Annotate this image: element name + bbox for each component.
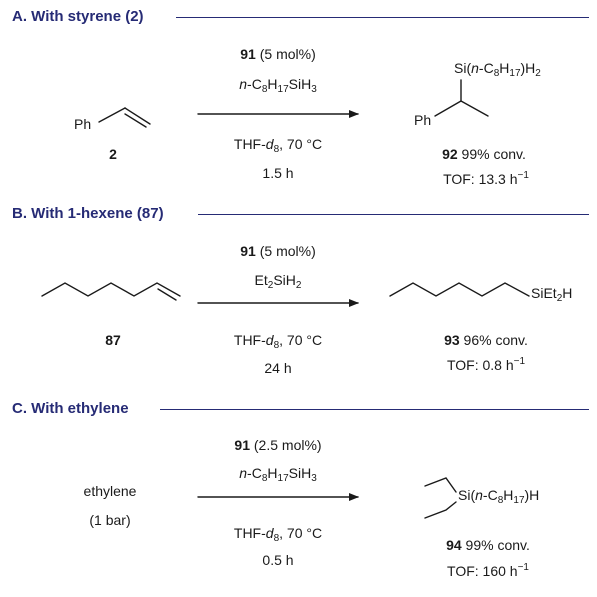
section-b-silane: Et2SiH2	[254, 272, 302, 291]
hexene-structure	[41, 282, 181, 301]
product-94-silyl: Si(n-C8H17)H	[458, 487, 540, 506]
section-c-time: 0.5 h	[262, 552, 294, 568]
section-c-catalyst: 91 (2.5 mol%)	[234, 437, 322, 453]
section-b-catalyst: 91 (5 mol%)	[240, 243, 316, 259]
styrene-ph-label: Ph	[74, 116, 92, 132]
section-c-silane: n-C8H17SiH3	[239, 465, 317, 484]
product-94-conversion: 94 99% conv.	[446, 537, 530, 553]
compound-2-label: 2	[109, 146, 117, 162]
section-a-time: 1.5 h	[262, 165, 294, 181]
section-c-header: C. With ethylene	[12, 400, 129, 417]
section-a-header: A. With styrene (2)	[12, 8, 144, 25]
product-93-structure	[389, 282, 530, 297]
compound-87-label: 87	[105, 332, 121, 348]
product-92-conversion: 92 99% conv.	[442, 146, 526, 162]
product-92-tof: TOF: 13.3 h−1	[443, 170, 529, 187]
product-94-tof: TOF: 160 h−1	[447, 562, 529, 579]
section-b-rule	[198, 214, 589, 215]
section-a-silane: n-C8H17SiH3	[239, 76, 317, 95]
product-93-conversion: 93 96% conv.	[444, 332, 528, 348]
section-b-header: B. With 1-hexene (87)	[12, 205, 164, 222]
ethylene-label: ethylene	[83, 483, 137, 499]
section-a-rule	[176, 17, 589, 18]
section-a-catalyst: 91 (5 mol%)	[240, 47, 315, 61]
product-92-ph: Ph	[414, 112, 432, 128]
product-94-structure	[424, 477, 457, 519]
product-93-silyl: SiEt2H	[531, 285, 573, 304]
section-a-solvent: THF-d8, 70 °C	[233, 136, 323, 155]
product-92-structure	[434, 79, 489, 117]
section-c-solvent: THF-d8, 70 °C	[233, 525, 323, 544]
styrene-structure	[98, 107, 151, 128]
ethylene-pressure: (1 bar)	[89, 512, 131, 528]
section-c-rule	[160, 409, 589, 410]
catalyst-number: 91	[240, 46, 256, 62]
section-b-solvent: THF-d8, 70 °C	[233, 332, 323, 351]
product-92-silyl: Si(n-C8H17)H2	[454, 60, 541, 79]
product-93-tof: TOF: 0.8 h−1	[446, 356, 526, 373]
section-b-time: 24 h	[264, 360, 292, 376]
catalyst-loading: (5 mol%)	[259, 46, 316, 62]
